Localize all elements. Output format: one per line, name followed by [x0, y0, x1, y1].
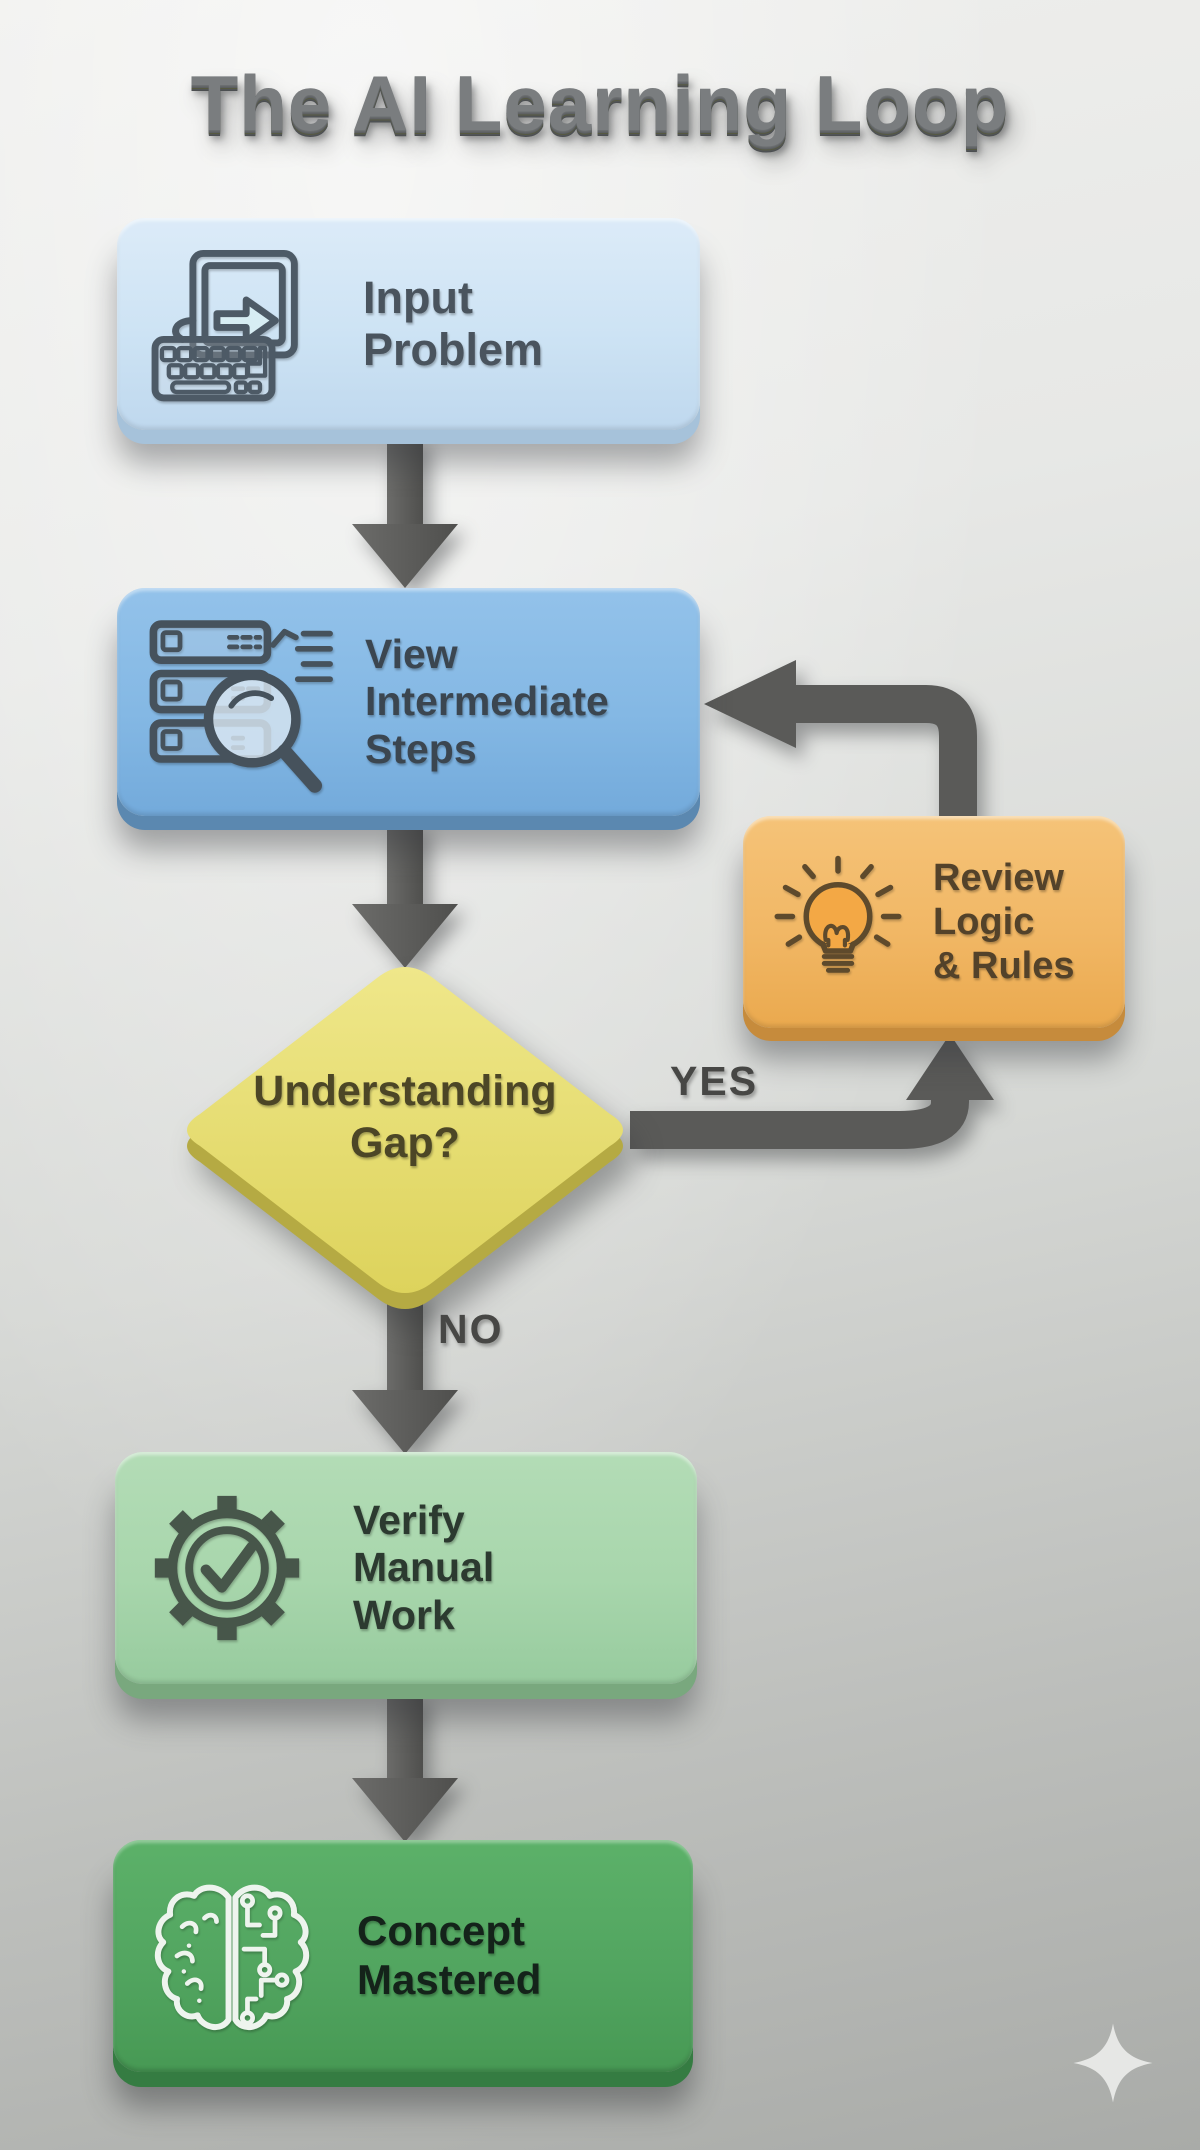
- arrow-input-to-view-icon: [352, 436, 458, 588]
- sparkle-icon: [1073, 2023, 1153, 2103]
- node-view-intermediate-steps: View Intermediate Steps: [117, 588, 700, 816]
- page-title: The AI Learning Loop: [190, 59, 1010, 147]
- decision-diamond-shape: [187, 967, 623, 1309]
- node-verify-manual-work-label: Verify Manual Work: [353, 1496, 495, 1638]
- node-concept-mastered-label: Concept Mastered: [357, 1907, 542, 2003]
- lightbulb-icon: [774, 855, 902, 973]
- loop-connector-icon: [704, 660, 977, 832]
- server-search-icon: [149, 620, 333, 793]
- yes-connector-icon: [630, 1034, 994, 1149]
- edge-label-no: NO: [438, 1306, 504, 1352]
- node-understanding-gap: [160, 952, 650, 1337]
- gear-check-icon: [154, 1495, 300, 1641]
- edge-label-yes: YES: [670, 1058, 759, 1104]
- brain-circuit-icon: [154, 1884, 310, 2030]
- node-understanding-gap-label: Understanding Gap?: [253, 1067, 557, 1167]
- node-review-logic-rules-label: Review Logic & Rules: [933, 856, 1075, 988]
- node-view-intermediate-steps-label: View Intermediate Steps: [365, 630, 609, 772]
- node-review-logic-rules: Review Logic & Rules: [743, 816, 1125, 1028]
- node-concept-mastered: Concept Mastered: [113, 1840, 693, 2072]
- arrow-view-to-decision-icon: [352, 822, 458, 968]
- arrow-verify-to-concept-icon: [352, 1694, 458, 1842]
- computer-input-icon: [151, 250, 298, 402]
- node-verify-manual-work: Verify Manual Work: [115, 1452, 697, 1684]
- node-input-problem: Input Problem: [117, 218, 700, 430]
- node-input-problem-label: Input Problem: [363, 271, 544, 375]
